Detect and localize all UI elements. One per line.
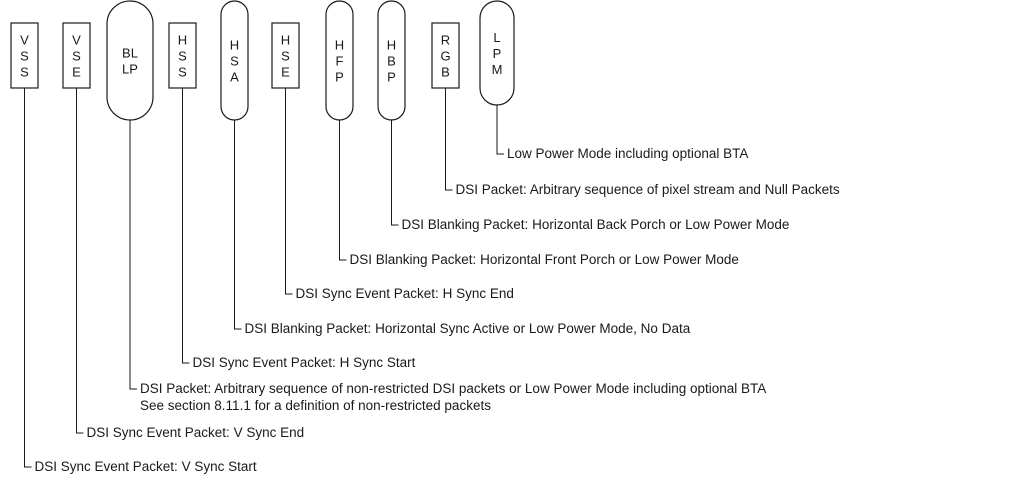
bllp-letter: BL: [122, 46, 138, 61]
vse-letter: V: [72, 33, 81, 48]
vse-letter: E: [72, 65, 81, 80]
rgb-letter: G: [440, 49, 450, 64]
vse-letter: S: [72, 49, 81, 64]
vse-description: DSI Sync Event Packet: V Sync End: [87, 425, 305, 440]
hse-letter: S: [281, 49, 290, 64]
hbp-letter: H: [387, 38, 396, 53]
rgb-description: DSI Packet: Arbitrary sequence of pixel …: [456, 182, 840, 197]
vss-letter: S: [20, 49, 29, 64]
rgb-leader-line: [445, 88, 453, 191]
lpm-letter: M: [492, 62, 503, 77]
bllp-pill: [106, 0, 154, 121]
vss-leader-line: [24, 88, 32, 468]
rgb-letter: B: [441, 65, 450, 80]
hse-box: [271, 22, 300, 89]
hfp-leader-line: [339, 120, 347, 261]
hsa-description: DSI Blanking Packet: Horizontal Sync Act…: [245, 321, 691, 336]
vss-letter: V: [20, 33, 29, 48]
vss-box: [10, 22, 39, 89]
lpm-letter: P: [493, 46, 502, 61]
rgb-letter: R: [441, 33, 450, 48]
vse-leader-line: [76, 88, 84, 434]
bllp-leader-line: [129, 120, 137, 390]
hfp-description: DSI Blanking Packet: Horizontal Front Po…: [350, 252, 739, 267]
vss-description: DSI Sync Event Packet: V Sync Start: [35, 459, 257, 474]
hfp-letter: H: [335, 38, 344, 53]
hsa-leader-line: [234, 120, 242, 330]
hsa-letter: H: [230, 38, 239, 53]
hfp-letter: F: [336, 54, 344, 69]
symbol-lpm: LPM Low Power Mode including optional BTA: [479, 0, 748, 161]
hbp-leader-line: [391, 120, 399, 226]
rgb-box: [431, 22, 460, 89]
hse-description: DSI Sync Event Packet: H Sync End: [296, 286, 514, 301]
hbp-letter: B: [387, 54, 396, 69]
bllp-description: DSI Packet: Arbitrary sequence of non-re…: [140, 381, 766, 396]
hse-letter: H: [281, 33, 290, 48]
hss-letter: S: [178, 49, 187, 64]
bllp-description: See section 8.11.1 for a definition of n…: [140, 398, 491, 413]
hss-leader-line: [182, 88, 190, 364]
hsa-letter: A: [230, 70, 239, 85]
hss-letter: H: [178, 33, 187, 48]
hse-leader-line: [285, 88, 293, 295]
hfp-letter: P: [335, 70, 344, 85]
vss-letter: S: [20, 65, 29, 80]
symbol-rgb: RGB DSI Packet: Arbitrary sequence of pix…: [431, 22, 840, 197]
vse-box: [62, 22, 91, 89]
hss-description: DSI Sync Event Packet: H Sync Start: [193, 355, 416, 370]
hss-letter: S: [178, 65, 187, 80]
hse-letter: E: [281, 65, 290, 80]
lpm-letter: L: [493, 30, 500, 45]
hbp-description: DSI Blanking Packet: Horizontal Back Por…: [402, 217, 790, 232]
bllp-letter: LP: [122, 62, 138, 77]
hss-box: [168, 22, 197, 89]
lpm-leader-line: [496, 105, 504, 155]
hsa-letter: S: [230, 54, 239, 69]
hbp-letter: P: [387, 70, 396, 85]
lpm-description: Low Power Mode including optional BTA: [507, 146, 748, 161]
